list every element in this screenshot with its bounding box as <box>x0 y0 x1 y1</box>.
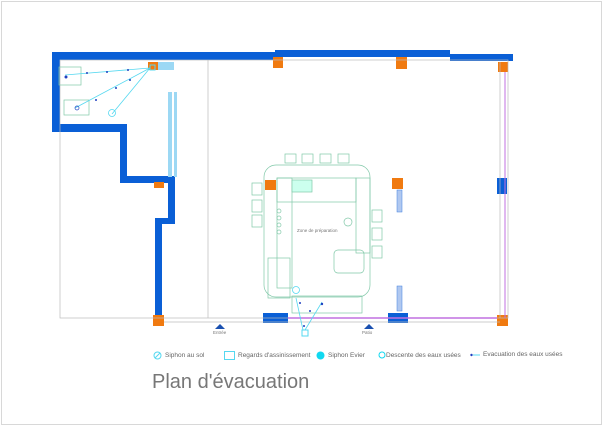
floor-drain-icon <box>153 351 162 360</box>
door-label-entrance: Entrée <box>213 330 227 335</box>
legend-label: Descente des eaux usées <box>386 351 461 359</box>
entrance-marker <box>215 324 225 329</box>
legend-label: Siphon Evier <box>328 352 365 359</box>
sink-drain-icon <box>316 351 325 360</box>
drain-line-icon <box>470 353 480 356</box>
floor-drain-icon <box>108 109 116 117</box>
columns <box>148 57 508 326</box>
door-label-patio: Patio <box>362 330 373 335</box>
legend-manhole: Regards d'assinissement <box>224 351 310 360</box>
legend-sink-drain: Siphon Evier <box>316 351 365 360</box>
page-title: Plan d'évacuation <box>152 371 310 393</box>
downpipe-icon <box>378 351 386 359</box>
legend-floor-drain: Siphon au sol <box>153 351 204 360</box>
legend-downpipe: Descente des eaux usées <box>378 351 461 359</box>
kitchen-furniture <box>58 66 383 314</box>
patio-marker <box>364 324 374 329</box>
legend-label: Siphon au sol <box>165 352 205 359</box>
manhole-icon <box>224 351 235 360</box>
room-label: Zone de préparation <box>297 228 338 233</box>
walls <box>52 50 513 323</box>
legend-drain-line: Evacuation des eaux usées <box>470 351 563 358</box>
legend-label: Evacuation des eaux usées <box>483 351 563 358</box>
drain-lines <box>64 67 323 331</box>
legend-label: Regards d'assinissement <box>238 352 311 359</box>
